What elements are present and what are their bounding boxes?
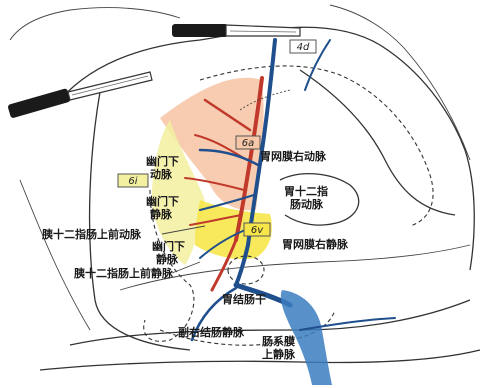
tag-6i: 6i (118, 174, 148, 187)
label-right-gastroepiploic-vein: 胃网膜右静脉 (282, 237, 349, 251)
label-pyloric-artery-2: 动脉 (150, 167, 173, 181)
tag-6v-text: 6v (251, 225, 264, 236)
label-aspd-vein: 胰十二指肠上前静脉 (73, 266, 174, 280)
body-outline-left (10, 8, 180, 40)
tag-4d-text: 4d (297, 42, 310, 53)
label-gastroduodenal-artery-1: 胃十二指 (284, 184, 328, 198)
label-right-gastroepiploic-artery: 胃网膜右动脉 (260, 149, 327, 163)
label-gastroduodenal-artery-2: 肠动脉 (290, 197, 324, 211)
label-pyloric-vein2-2: 静脉 (156, 252, 179, 266)
tag-6a-text: 6a (242, 138, 255, 149)
label-asp-artery: 胰十二指肠上前动脉 (41, 227, 142, 241)
tag-4d: 4d (290, 40, 316, 53)
tag-6a: 6a (236, 136, 260, 149)
mesentery-line-2 (20, 180, 90, 330)
label-pyloric-vein-2: 静脉 (150, 207, 173, 221)
instrument-right (172, 24, 300, 37)
body-outline-right (330, 5, 470, 160)
label-smv-2: 上静脉 (262, 347, 296, 361)
label-pyloric-vein2-1: 幽门下 (152, 239, 185, 253)
tag-6i-text: 6i (128, 176, 137, 187)
tag-6v: 6v (244, 223, 270, 236)
instrument-left (7, 72, 152, 119)
colon-lower-outline (40, 350, 480, 370)
label-right-colic-vein: 副右结肠静脉 (178, 325, 245, 339)
label-gastrocolic-trunk: 胃结肠干 (222, 292, 266, 306)
label-smv-1: 肠系膜 (262, 334, 295, 348)
label-pyloric-artery-1: 幽门下 (146, 154, 179, 168)
label-pyloric-vein-1: 幽门下 (146, 194, 179, 208)
